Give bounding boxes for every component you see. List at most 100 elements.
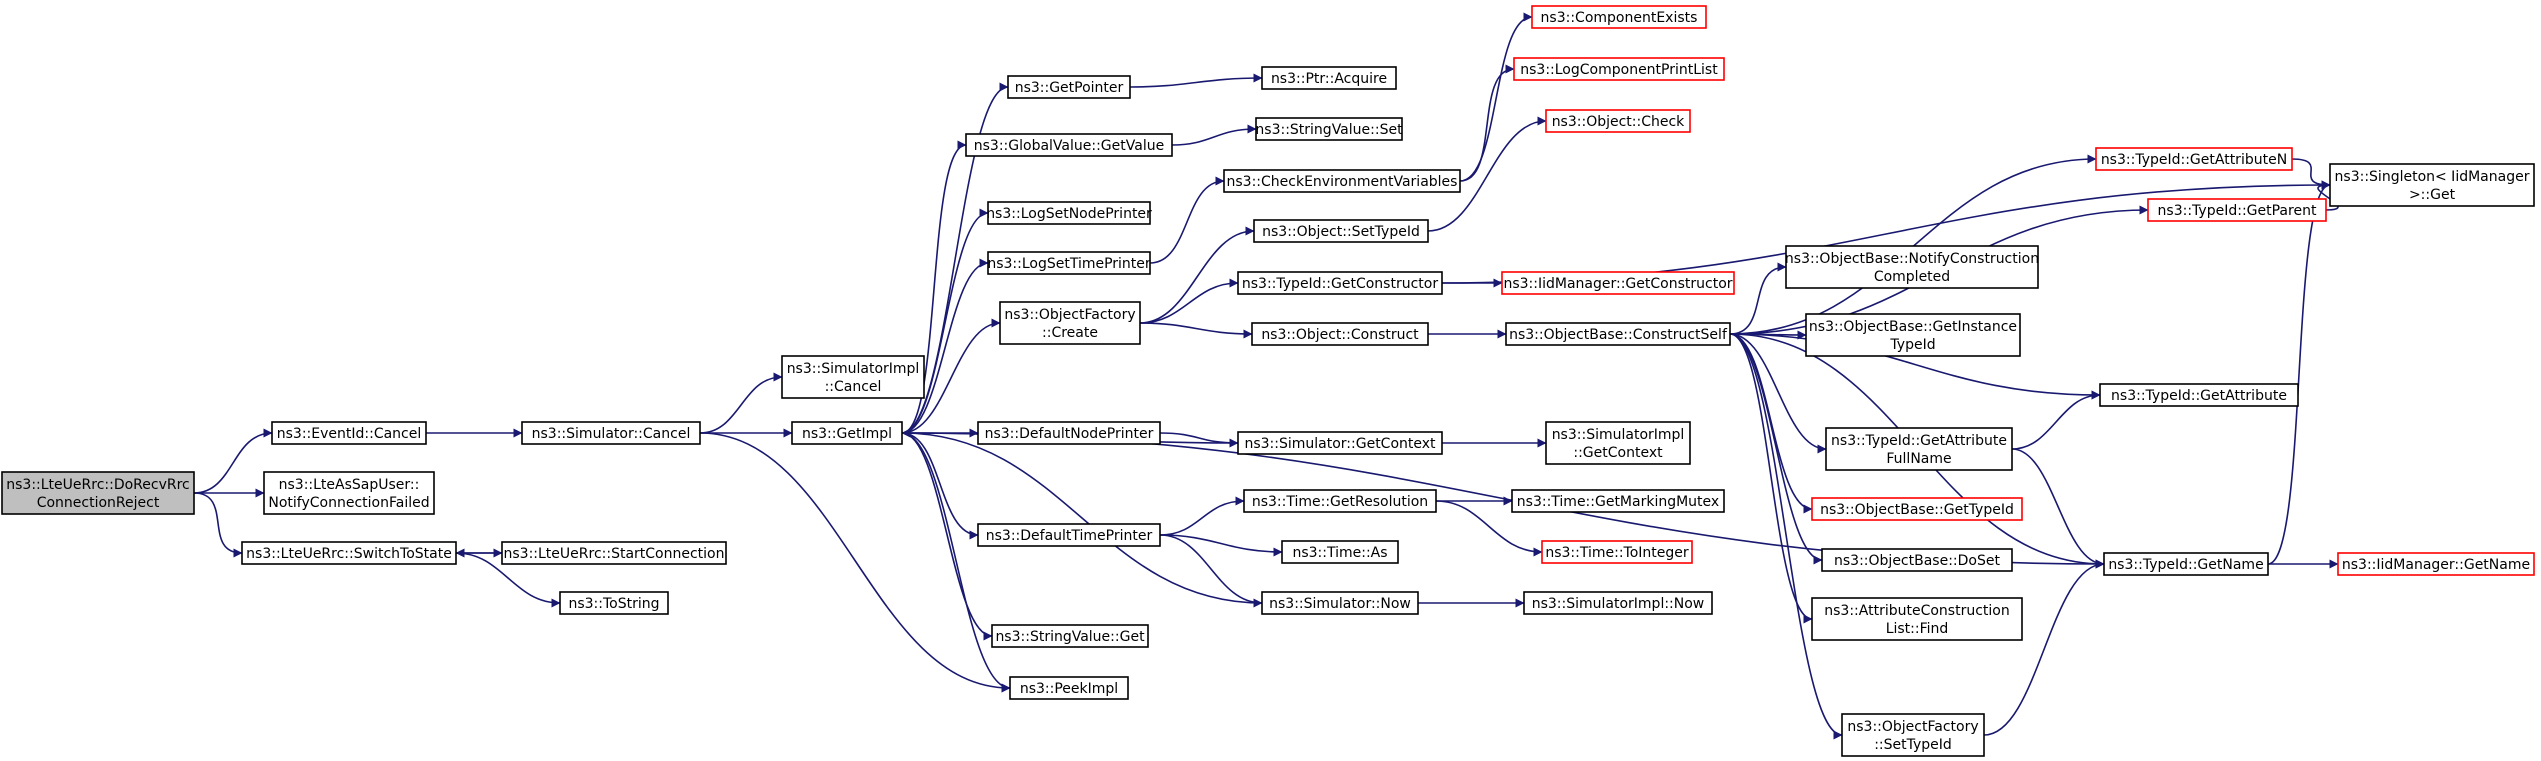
node-label: ns3::CheckEnvironmentVariables	[1227, 174, 1458, 190]
node-iidmanager_getconstructor[interactable]: ns3::IidManager::GetConstructor	[1501, 271, 1735, 295]
node-typeid_getattribute[interactable]: ns3::TypeId::GetAttribute	[2099, 383, 2299, 407]
node-ltesapuser[interactable]: ns3::LteAsSapUser::NotifyConnectionFaile…	[263, 471, 435, 515]
edge-checkenv-to-logcomponentprintlist	[1459, 64, 1515, 182]
edge-root-to-switchtostate	[193, 492, 243, 558]
node-stringvalue_get[interactable]: ns3::StringValue::Get	[991, 624, 1149, 648]
edge-getimpl-to-defaulttimeprinter	[901, 432, 979, 540]
node-checkenv[interactable]: ns3::CheckEnvironmentVariables	[1223, 169, 1461, 193]
node-time_tointeger[interactable]: ns3::Time::ToInteger	[1541, 540, 1693, 564]
edge-objbase_constructself-to-objbase_gettypeid	[1729, 333, 1813, 514]
node-objbase_doset[interactable]: ns3::ObjectBase::DoSet	[1821, 548, 2013, 572]
node-sim_now[interactable]: ns3::Simulator::Now	[1261, 591, 1419, 615]
node-label: ns3::Time::As	[1292, 545, 1387, 561]
node-label: ns3::ComponentExists	[1541, 10, 1698, 26]
node-box	[1243, 489, 1437, 513]
node-startconnection[interactable]: ns3::LteUeRrc::StartConnection	[501, 541, 727, 565]
node-peekimpl[interactable]: ns3::PeekImpl	[1009, 676, 1129, 700]
edge-obj_settypeid-to-object_check	[1427, 116, 1547, 232]
node-box	[1811, 597, 2023, 641]
node-getpointer[interactable]: ns3::GetPointer	[1007, 75, 1131, 99]
node-label: ns3::ObjectBase::ConstructSelf	[1509, 327, 1728, 343]
edge-objbase_constructself-to-objbase_notify	[1729, 262, 1787, 335]
node-box	[1261, 66, 1397, 90]
node-getimpl[interactable]: ns3::GetImpl	[791, 421, 903, 445]
node-ptr_acquire[interactable]: ns3::Ptr::Acquire	[1261, 66, 1397, 90]
node-sim_getcontext[interactable]: ns3::Simulator::GetContext	[1237, 431, 1443, 455]
edge-sim_now-to-getimpl	[901, 428, 1263, 604]
node-label: ns3::Singleton< IidManager	[2335, 169, 2530, 185]
node-box	[1825, 427, 2013, 471]
node-box	[1223, 169, 1461, 193]
node-box	[1237, 431, 1443, 455]
node-label: ns3::SimulatorImpl	[1552, 427, 1685, 443]
node-box	[977, 421, 1161, 445]
node-time_as[interactable]: ns3::Time::As	[1281, 540, 1399, 564]
node-time_getresolution[interactable]: ns3::Time::GetResolution	[1243, 489, 1437, 513]
node-typeid_getparent[interactable]: ns3::TypeId::GetParent	[2147, 198, 2327, 222]
node-label: ns3::LteUeRrc::SwitchToState	[246, 546, 452, 562]
node-object_check[interactable]: ns3::Object::Check	[1545, 109, 1691, 133]
node-box	[2103, 552, 2269, 576]
node-logcomponentprintlist[interactable]: ns3::LogComponentPrintList	[1513, 57, 1725, 81]
node-box	[501, 541, 727, 565]
node-simimpl_cancel[interactable]: ns3::SimulatorImpl::Cancel	[781, 355, 925, 399]
node-objbase_gettypeid[interactable]: ns3::ObjectBase::GetTypeId	[1811, 497, 2023, 521]
node-box	[999, 301, 1141, 345]
node-tostring[interactable]: ns3::ToString	[559, 591, 669, 615]
node-label: ns3::ObjectFactory	[1004, 307, 1135, 323]
edge-switchtostate-to-tostring	[455, 552, 561, 608]
node-label: ns3::LteUeRrc::StartConnection	[504, 546, 725, 562]
node-box	[2095, 147, 2293, 171]
node-switchtostate[interactable]: ns3::LteUeRrc::SwitchToState	[241, 541, 457, 565]
edge-objfactory_create-to-obj_settypeid	[1139, 226, 1255, 324]
node-label: ConnectionReject	[37, 495, 160, 511]
node-box	[987, 201, 1151, 225]
node-label: ns3::TypeId::GetName	[2108, 557, 2263, 573]
node-objfactory_create[interactable]: ns3::ObjectFactory::Create	[999, 301, 1141, 345]
node-eventid_cancel[interactable]: ns3::EventId::Cancel	[271, 421, 427, 445]
node-box	[1513, 57, 1725, 81]
node-defaultnodeprinter[interactable]: ns3::DefaultNodePrinter	[977, 421, 1161, 445]
node-box	[1785, 245, 2039, 289]
node-simimpl_now[interactable]: ns3::SimulatorImpl::Now	[1523, 591, 1713, 615]
node-sim_cancel[interactable]: ns3::Simulator::Cancel	[521, 421, 701, 445]
node-box	[2337, 552, 2535, 576]
node-objbase_constructself[interactable]: ns3::ObjectBase::ConstructSelf	[1505, 322, 1731, 346]
node-gv_getvalue[interactable]: ns3::GlobalValue::GetValue	[965, 133, 1173, 157]
node-typeid_getconstructor[interactable]: ns3::TypeId::GetConstructor	[1237, 271, 1443, 295]
edge-typeid_getparent-to-singleton_get	[2317, 180, 2339, 211]
edge-objfactory_settypeid-to-typeid_getname	[1983, 559, 2105, 736]
node-label: ns3::ObjectBase::NotifyConstruction	[1785, 251, 2039, 267]
edge-typeid_getattributefullname-to-typeid_getname	[2011, 448, 2105, 569]
node-label: ns3::ObjectFactory	[1847, 719, 1978, 735]
node-logsetnodeprinter[interactable]: ns3::LogSetNodePrinter	[986, 201, 1152, 225]
node-label: ns3::LogComponentPrintList	[1520, 62, 1718, 78]
node-objbase_notify[interactable]: ns3::ObjectBase::NotifyConstructionCompl…	[1785, 245, 2039, 289]
node-singleton_get[interactable]: ns3::Singleton< IidManager >::Get	[2329, 163, 2535, 207]
node-simimpl_getcontext[interactable]: ns3::SimulatorImpl::GetContext	[1545, 421, 1691, 465]
node-defaulttimeprinter[interactable]: ns3::DefaultTimePrinter	[977, 523, 1161, 547]
node-box	[263, 471, 435, 515]
node-box	[791, 421, 903, 445]
node-objfactory_settypeid[interactable]: ns3::ObjectFactory::SetTypeId	[1841, 713, 1985, 757]
node-time_getmarkingmutex[interactable]: ns3::Time::GetMarkingMutex	[1511, 489, 1725, 513]
node-box	[1811, 497, 2023, 521]
node-box	[977, 523, 1161, 547]
edge-getimpl-to-logsettimeprinter	[901, 258, 989, 434]
node-obj_construct[interactable]: ns3::Object::Construct	[1251, 322, 1429, 346]
node-label: ns3::TypeId::GetAttribute	[2111, 388, 2287, 404]
node-componentexists[interactable]: ns3::ComponentExists	[1531, 5, 1707, 29]
node-obj_settypeid[interactable]: ns3::Object::SetTypeId	[1253, 219, 1429, 243]
node-stringvalue_set[interactable]: ns3::StringValue::Set	[1255, 117, 1403, 141]
node-typeid_getname[interactable]: ns3::TypeId::GetName	[2103, 552, 2269, 576]
node-logsettimeprinter[interactable]: ns3::LogSetTimePrinter	[987, 251, 1151, 275]
node-typeid_getattributen[interactable]: ns3::TypeId::GetAttributeN	[2095, 147, 2293, 171]
node-iidmanager_getname[interactable]: ns3::IidManager::GetName	[2337, 552, 2535, 576]
node-label: ns3::StringValue::Set	[1255, 122, 1403, 138]
edge-typeid_getattributefullname-to-typeid_getattribute	[2011, 390, 2101, 450]
